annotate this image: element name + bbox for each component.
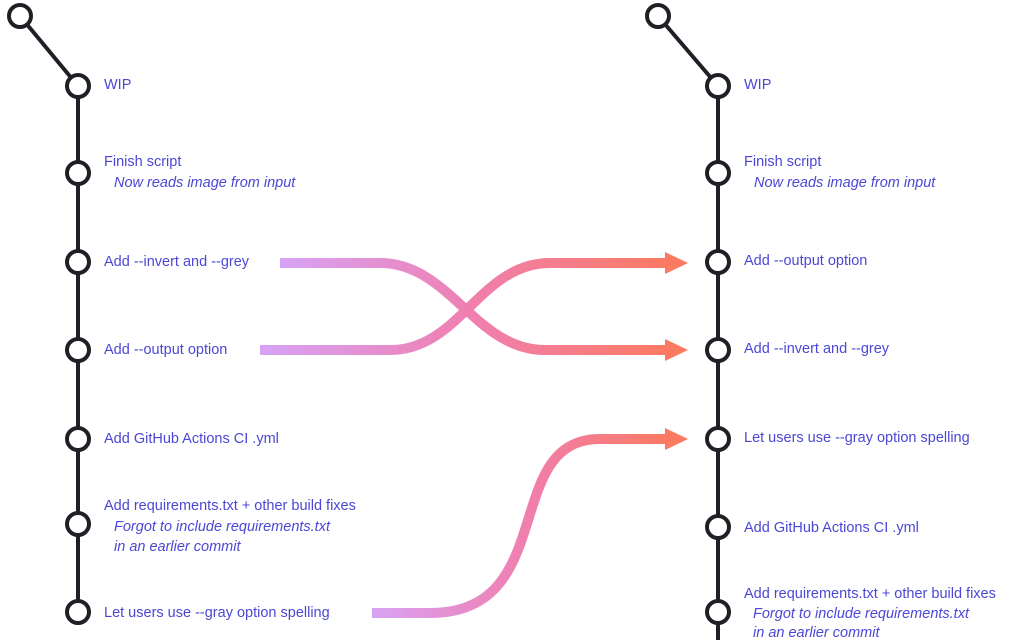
- before-commit-node: [65, 249, 91, 275]
- before-commit-message: Add GitHub Actions CI .yml: [104, 431, 279, 447]
- arrowhead-icon: [665, 339, 688, 361]
- arrowhead-icon: [665, 428, 688, 450]
- after-commit-message: Add --output option: [744, 253, 868, 269]
- after-commit-message: WIP: [744, 77, 772, 93]
- after-branch: [645, 3, 731, 640]
- before-commit-node: [65, 160, 91, 186]
- after-root-node: [645, 3, 671, 29]
- before-commit-node: [65, 511, 91, 537]
- after-commit-node: [705, 337, 731, 363]
- before-commit-node: [65, 426, 91, 452]
- after-commit-node: [705, 249, 731, 275]
- before-branch: [7, 3, 91, 625]
- before-root-node: [7, 3, 33, 29]
- after-commit-node: [705, 73, 731, 99]
- before-commit-node: [65, 337, 91, 363]
- after-commit-message: Add --invert and --grey: [744, 341, 890, 357]
- before-branch-root-edge: [18, 14, 80, 88]
- before-commit-message: Add --output option: [104, 342, 228, 358]
- after-commit-node: [705, 160, 731, 186]
- move-arrow-gray-spelling: [372, 434, 670, 618]
- before-commit-message: Add --invert and --grey: [104, 254, 250, 270]
- after-branch-root-edge: [656, 14, 720, 88]
- after-commit-message: Finish script: [744, 154, 822, 170]
- after-commit-node: [705, 426, 731, 452]
- after-commit-note: in an earlier commit: [753, 625, 880, 641]
- move-arrow-output-option: [260, 258, 670, 355]
- before-commit-node: [65, 599, 91, 625]
- after-commit-node: [705, 599, 731, 625]
- arrowheads: [665, 252, 688, 450]
- move-arrow-invert-grey: [280, 258, 670, 355]
- reorder-arrows: [260, 258, 670, 618]
- after-commit-message: Let users use --gray option spelling: [744, 430, 970, 446]
- before-commit-note: Forgot to include requirements.txt: [114, 519, 330, 535]
- after-commit-node: [705, 514, 731, 540]
- after-commit-message: Add GitHub Actions CI .yml: [744, 520, 919, 536]
- before-commit-message: Finish script: [104, 154, 182, 170]
- before-commit-message: Add requirements.txt + other build fixes: [104, 498, 356, 514]
- before-commit-node: [65, 73, 91, 99]
- after-commit-note: Forgot to include requirements.txt: [753, 606, 969, 622]
- after-commit-message: Add requirements.txt + other build fixes: [744, 586, 996, 602]
- before-commit-message: Let users use --gray option spelling: [104, 605, 330, 621]
- before-commit-message: WIP: [104, 77, 132, 93]
- before-commit-note: Now reads image from input: [114, 175, 296, 191]
- arrowhead-icon: [665, 252, 688, 274]
- before-commit-note: in an earlier commit: [114, 539, 241, 555]
- after-commit-note: Now reads image from input: [754, 175, 936, 191]
